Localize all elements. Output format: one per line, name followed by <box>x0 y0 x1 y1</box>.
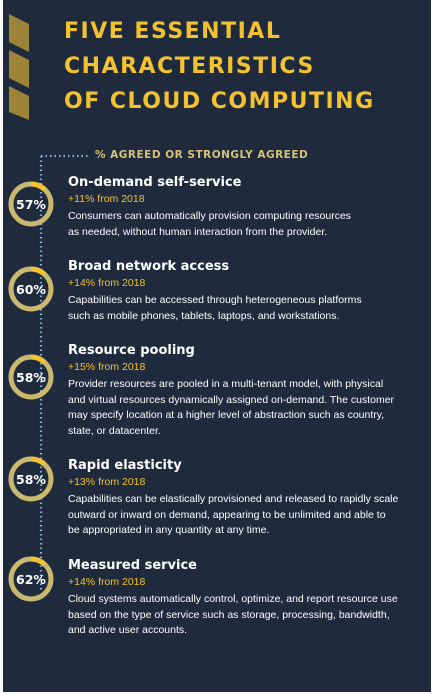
progress-arc <box>8 354 54 400</box>
change-label: +14% from 2018 <box>68 576 146 588</box>
description-line: state, or datacenter. <box>68 424 161 437</box>
percent-label: 58% <box>16 369 46 385</box>
description-line: Capabilities can be elastically provisio… <box>68 493 399 505</box>
infographic-panel: FIVE ESSENTIAL CHARACTERISTICS OF CLOUD … <box>3 0 431 692</box>
progress-arc <box>8 181 54 227</box>
characteristic-description: Consumers can automatically provision co… <box>68 209 424 240</box>
description-line: may specify location at a higher level o… <box>68 409 385 421</box>
progress-arc <box>8 556 54 602</box>
chevron-decoration-icon <box>9 14 29 120</box>
characteristic-description: Cloud systems automatically control, opt… <box>68 592 424 639</box>
characteristic-description: Capabilities can be accessed through het… <box>68 293 424 324</box>
characteristic-item: Resource pooling +15% from 2018 Provider… <box>68 342 424 439</box>
characteristic-title: Resource pooling <box>68 343 195 358</box>
characteristic-title: Measured service <box>68 558 197 573</box>
change-label: +15% from 2018 <box>68 361 146 373</box>
percent-ring: 58% <box>7 353 55 401</box>
description-line: Cloud systems automatically control, opt… <box>68 593 398 605</box>
description-line: be appropriated in any quantity at any t… <box>68 524 270 536</box>
description-line: as needed, without human interaction fro… <box>68 225 328 238</box>
percent-label: 58% <box>16 471 46 487</box>
description-line: and virtual resources dynamically assign… <box>68 393 395 406</box>
percent-label: 57% <box>16 196 46 212</box>
percent-label: 60% <box>16 281 46 297</box>
title-line: OF CLOUD COMPUTING <box>64 89 375 114</box>
characteristic-item: On-demand self-service +11% from 2018 Co… <box>68 174 424 240</box>
change-label: +14% from 2018 <box>68 277 146 289</box>
progress-arc <box>8 456 54 502</box>
page-title: FIVE ESSENTIAL CHARACTERISTICS OF CLOUD … <box>64 14 424 119</box>
percent-label: 62% <box>16 571 46 587</box>
characteristic-description: Provider resources are pooled in a multi… <box>68 377 424 439</box>
progress-arc <box>8 266 54 312</box>
title-line: CHARACTERISTICS <box>64 54 315 79</box>
characteristic-title: Rapid elasticity <box>68 458 182 473</box>
description-line: Consumers can automatically provision co… <box>68 210 352 222</box>
description-line: outward or inward on demand, appearing t… <box>68 508 386 521</box>
characteristic-description: Capabilities can be elastically provisio… <box>68 492 424 539</box>
percent-ring: 57% <box>7 180 55 228</box>
characteristic-title: Broad network access <box>68 259 230 274</box>
description-line: such as mobile phones, tablets, laptops,… <box>68 309 340 322</box>
characteristic-title: On-demand self-service <box>68 175 242 190</box>
characteristic-item: Broad network access +14% from 2018 Capa… <box>68 258 424 324</box>
change-label: +13% from 2018 <box>68 476 146 488</box>
percent-ring: 60% <box>7 265 55 313</box>
description-line: Capabilities can be accessed through het… <box>68 294 362 306</box>
chart-subtitle: % AGREED OR STRONGLY AGREED <box>95 149 309 161</box>
percent-ring: 62% <box>7 555 55 603</box>
description-line: and active user accounts. <box>68 624 188 636</box>
change-label: +11% from 2018 <box>68 193 145 205</box>
description-line: Provider resources are pooled in a multi… <box>68 378 384 390</box>
characteristic-item: Rapid elasticity +13% from 2018 Capabili… <box>68 457 424 539</box>
title-line: FIVE ESSENTIAL <box>64 19 282 44</box>
percent-ring: 58% <box>7 455 55 503</box>
characteristic-item: Measured service +14% from 2018 Cloud sy… <box>68 557 424 639</box>
description-line: based on the type of service such as sto… <box>68 608 390 621</box>
